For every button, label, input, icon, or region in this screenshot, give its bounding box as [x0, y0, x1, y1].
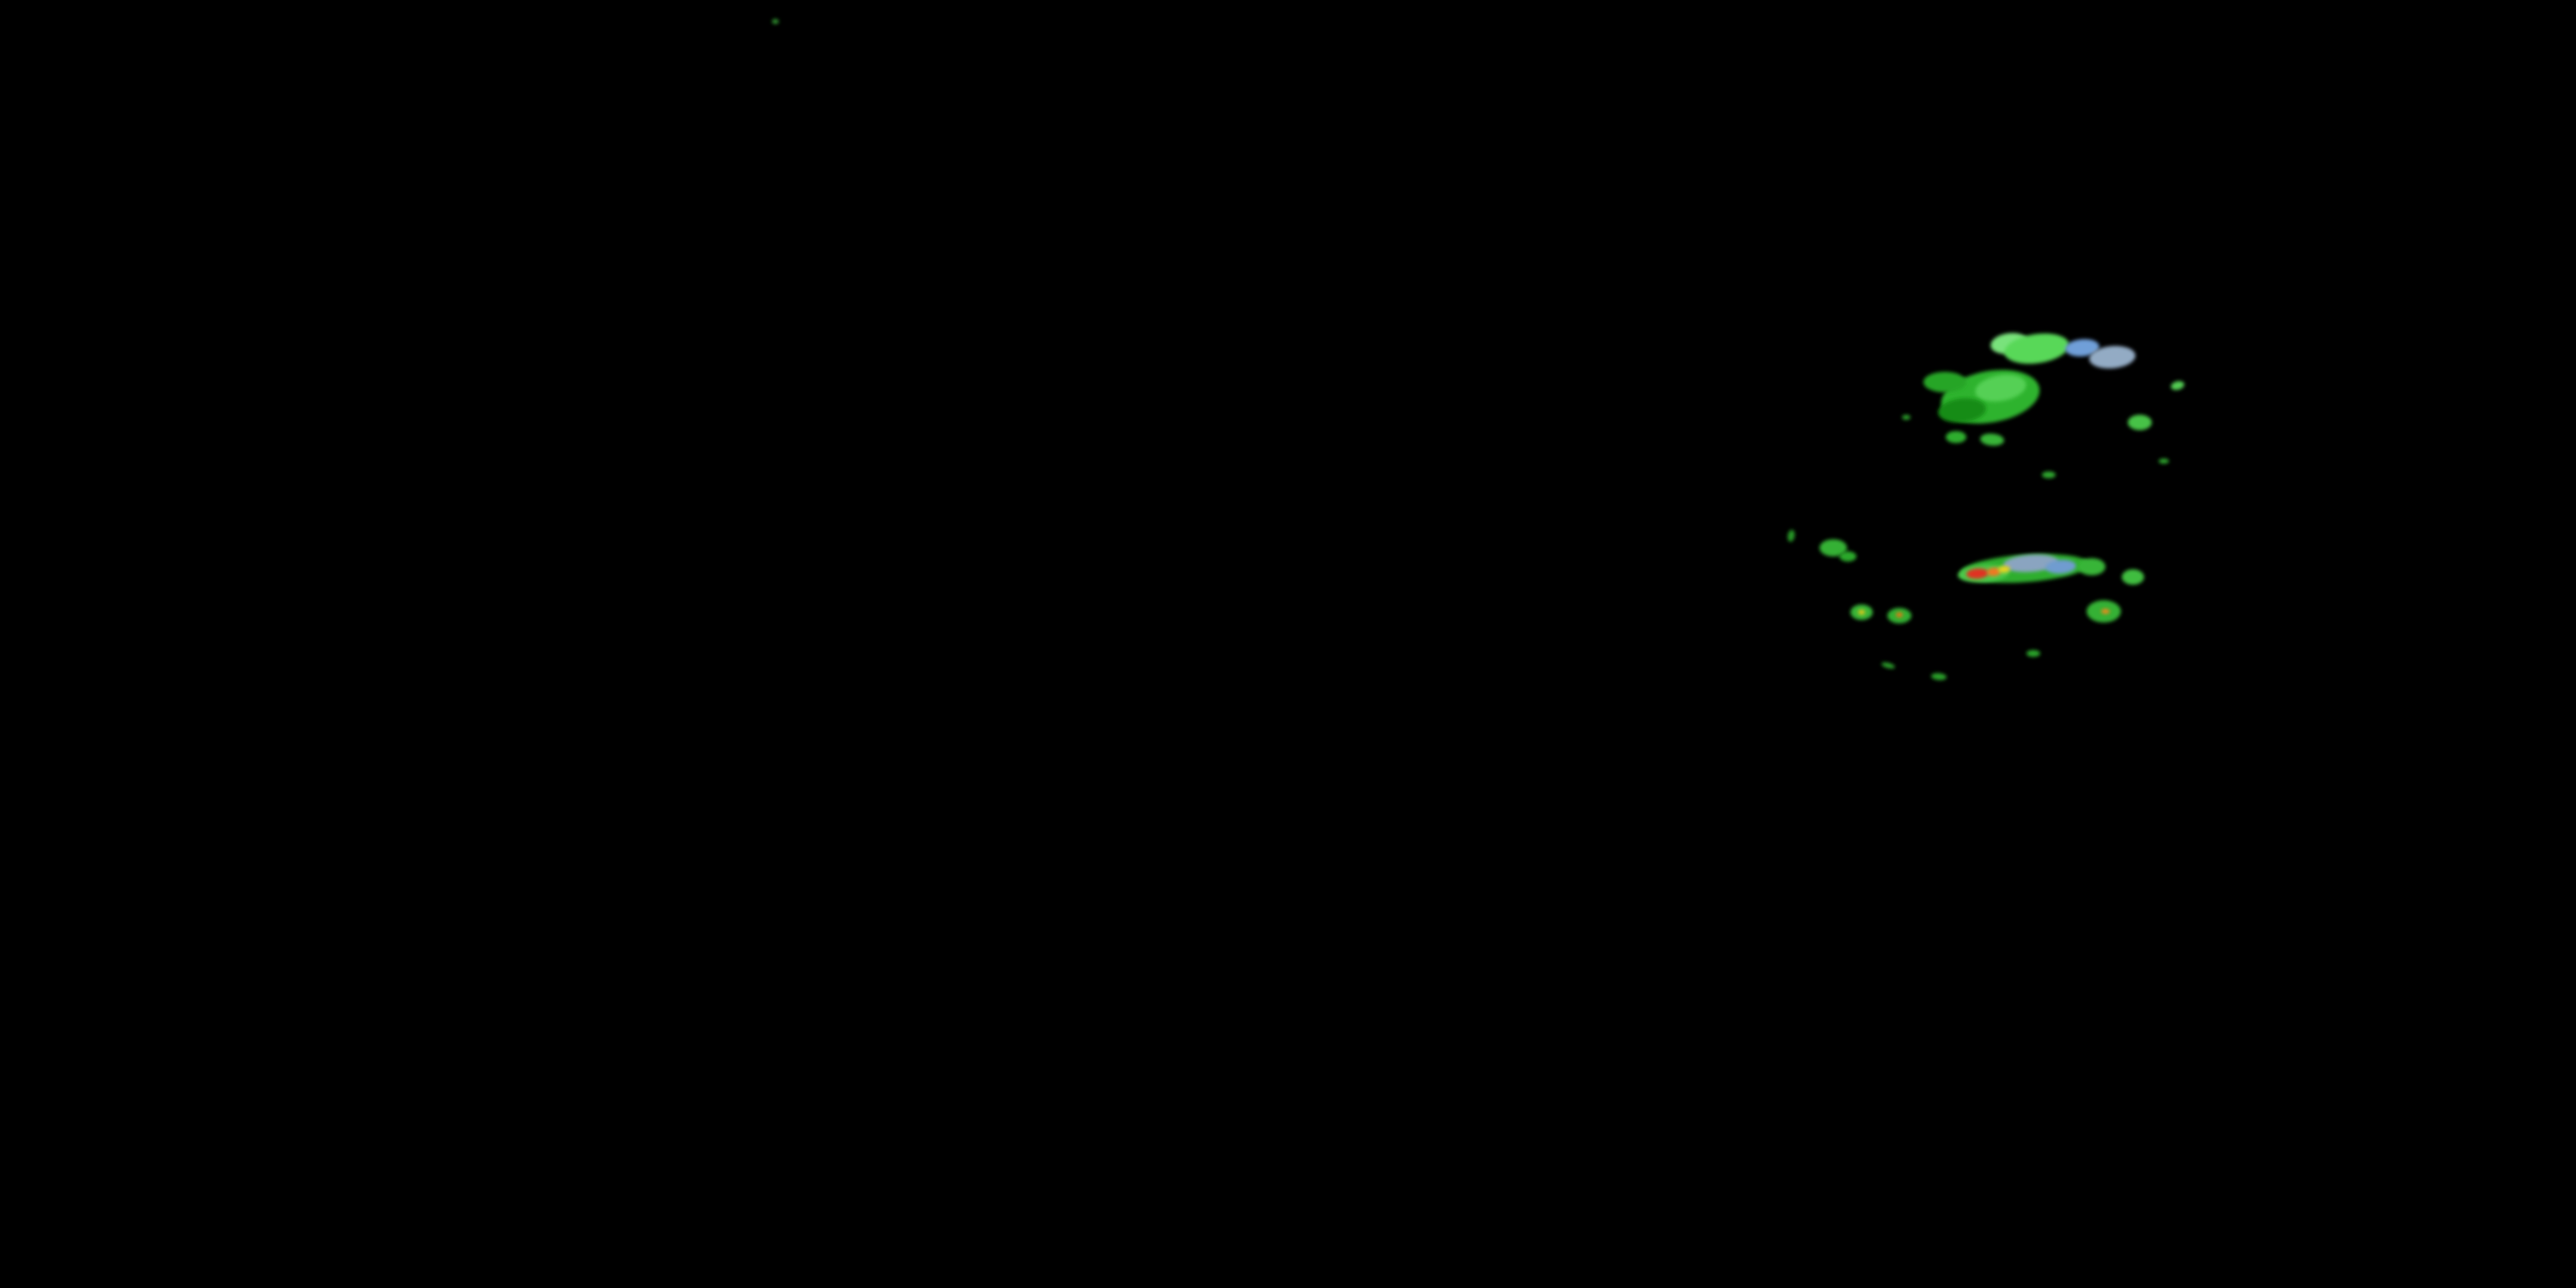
radar-echo — [2101, 609, 2110, 614]
radar-echo — [1902, 415, 1911, 420]
radar-echo — [2065, 338, 2099, 357]
radar-echo — [2128, 415, 2152, 430]
radar-echo — [1896, 612, 1903, 617]
radar-echo — [1931, 672, 1947, 681]
radar-echo — [772, 19, 779, 24]
radar-echo — [2122, 569, 2144, 585]
radar-echo — [2171, 380, 2184, 391]
radar-echo — [2003, 554, 2058, 573]
radar-echo — [1980, 433, 2004, 447]
radar-echo — [1881, 662, 1895, 669]
radar-echo — [1998, 565, 2010, 574]
radar-echo — [2078, 558, 2105, 575]
radar-echo — [1820, 539, 1847, 556]
radar-echo — [1966, 568, 1989, 580]
radar-echo — [1839, 551, 1856, 562]
radar-echo — [1987, 567, 2001, 577]
radar-echo — [2026, 650, 2040, 657]
radar-echo — [2004, 333, 2069, 364]
radar-echo — [1923, 372, 1966, 392]
radar-echo — [1787, 530, 1795, 542]
radar-echo — [1946, 431, 1966, 443]
radar-echo — [2045, 559, 2076, 574]
radar-echo — [2089, 345, 2136, 369]
radar-echo — [2159, 459, 2169, 464]
radar-echo — [2042, 471, 2056, 478]
radar-echo — [1938, 398, 1986, 423]
radar-echo-group — [772, 19, 2184, 681]
radar-echo — [1858, 610, 1865, 615]
radar-echo — [1975, 374, 2026, 402]
